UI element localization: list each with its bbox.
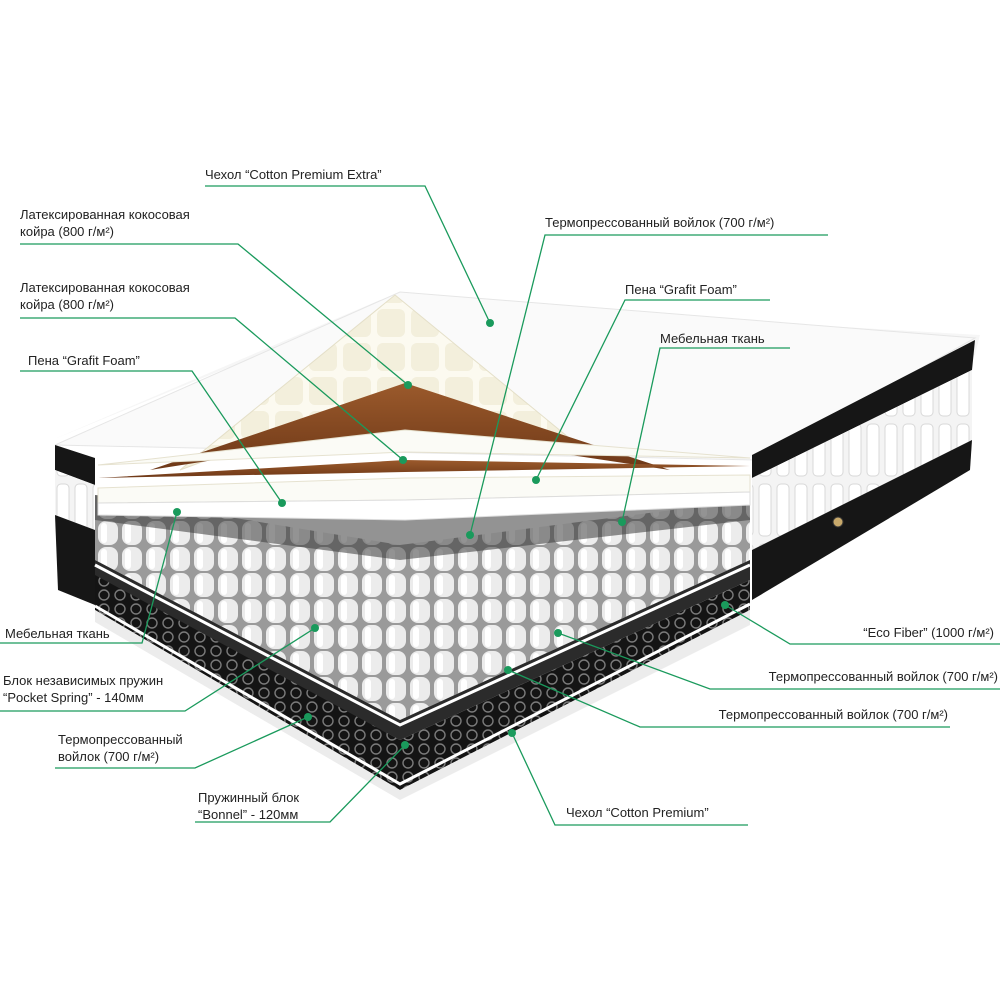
leader-eco-fiber xyxy=(724,604,1000,645)
label-bonnel: Пружинный блок “Bonnel” - 120мм xyxy=(198,789,299,823)
label-line: Чехол “Cotton Premium Extra” xyxy=(205,167,382,182)
leader-lines xyxy=(0,185,1000,826)
label-cover-premium: Чехол “Cotton Premium” xyxy=(566,804,709,821)
leader-foam-left xyxy=(20,370,283,504)
label-line: койра (800 г/м²) xyxy=(20,224,114,239)
label-line: Мебельная ткань xyxy=(660,331,765,346)
leader-coir-2 xyxy=(20,317,404,461)
label-cover-extra: Чехол “Cotton Premium Extra” xyxy=(205,166,382,183)
label-line: “Bonnel” - 120мм xyxy=(198,807,299,822)
label-felt-left: Термопрессованный войлок (700 г/м²) xyxy=(58,731,183,765)
label-fabric-left: Мебельная ткань xyxy=(5,625,110,642)
label-line: Латексированная кокосовая xyxy=(20,207,190,222)
right-side-band-top xyxy=(752,340,975,478)
right-side-quilted xyxy=(752,370,972,550)
leader-foam-right xyxy=(535,299,770,481)
label-line: Термопрессованный xyxy=(58,732,183,747)
leader-felt-top xyxy=(469,234,828,536)
leader-fabric-left xyxy=(0,511,178,644)
label-line: Пена “Grafit Foam” xyxy=(28,353,140,368)
right-side-band-bottom xyxy=(752,440,972,600)
fabric-layer xyxy=(97,491,751,521)
label-foam-right: Пена “Grafit Foam” xyxy=(625,281,737,298)
label-line: “Pocket Spring” - 140мм xyxy=(3,690,144,705)
label-line: Термопрессованный войлок (700 г/м²) xyxy=(718,707,948,722)
label-fabric-right: Мебельная ткань xyxy=(660,330,765,347)
left-side-band-bottom xyxy=(55,515,95,605)
label-line: войлок (700 г/м²) xyxy=(58,749,160,764)
label-line: Латексированная кокосовая xyxy=(20,280,190,295)
label-line: “Eco Fiber” (1000 г/м²) xyxy=(863,625,994,640)
leader-felt-right-1 xyxy=(557,632,1000,690)
label-pocket-spring: Блок независимых пружин “Pocket Spring” … xyxy=(3,672,163,706)
label-line: Чехол “Cotton Premium” xyxy=(566,805,709,820)
label-foam-left: Пена “Grafit Foam” xyxy=(28,352,140,369)
label-coir-1: Латексированная кокосовая койра (800 г/м… xyxy=(20,206,190,240)
label-line: Блок независимых пружин xyxy=(3,673,164,688)
leader-felt-left xyxy=(55,716,309,769)
left-side-quilted xyxy=(55,470,95,530)
label-line: Термопрессованный войлок (700 г/м²) xyxy=(768,669,998,684)
leader-bonnel xyxy=(195,744,406,823)
bottom-edge xyxy=(94,602,751,786)
label-eco-fiber: “Eco Fiber” (1000 г/м²) xyxy=(863,624,994,641)
leader-pocket-spring xyxy=(0,627,316,712)
middle-separator xyxy=(94,563,751,727)
label-felt-right-1: Термопрессованный войлок (700 г/м²) xyxy=(769,668,998,685)
pocket-spring-block xyxy=(95,495,750,720)
leader-cover-extra xyxy=(205,185,491,324)
foam-layer-left xyxy=(97,429,751,466)
label-line: Пена “Grafit Foam” xyxy=(625,282,737,297)
label-felt-top: Термопрессованный войлок (700 г/м²) xyxy=(545,214,774,231)
label-line: Мебельная ткань xyxy=(5,626,110,641)
leader-cover-premium xyxy=(511,732,748,826)
leader-felt-right-2 xyxy=(507,669,950,728)
label-coir-2: Латексированная кокосовая койра (800 г/м… xyxy=(20,279,190,313)
coir-layer-2 xyxy=(98,460,750,478)
label-line: Термопрессованный войлок (700 г/м²) xyxy=(545,215,775,230)
label-felt-right-2: Термопрессованный войлок (700 г/м²) xyxy=(719,706,948,723)
leader-dots xyxy=(173,319,729,749)
air-vent-icon xyxy=(832,516,844,528)
leader-fabric-right xyxy=(621,347,790,523)
label-line: койра (800 г/м²) xyxy=(20,297,114,312)
leader-coir-1 xyxy=(20,243,409,386)
left-side-band-top xyxy=(55,445,95,485)
label-line: Пружинный блок xyxy=(198,790,300,805)
